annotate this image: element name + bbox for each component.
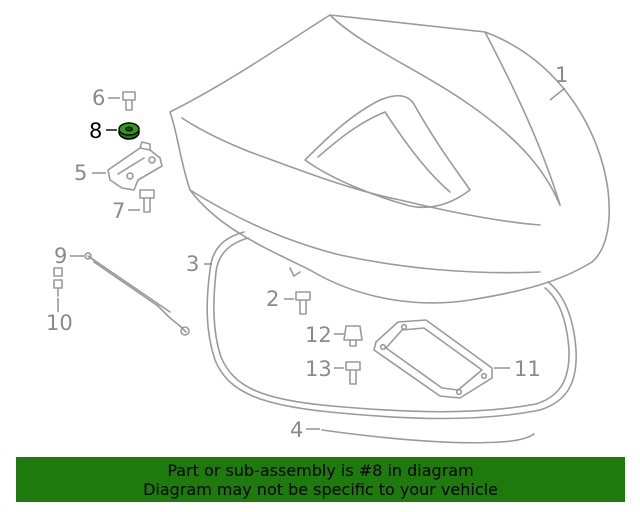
callout-11: 11 (514, 357, 541, 381)
bolt-6 (122, 91, 136, 111)
callout-9: 9 (54, 244, 67, 268)
hood-support-strut (84, 252, 190, 336)
banner-line-2: Diagram may not be specific to your vehi… (143, 480, 498, 499)
hood-panel (169, 14, 611, 304)
hood-insulator-pad (373, 319, 493, 399)
bolt-13 (345, 361, 361, 385)
callout-7: 7 (112, 199, 125, 223)
hood-seal (206, 231, 577, 420)
parts-diagram: 1 6 8 5 7 9 10 3 2 12 13 11 4 (46, 14, 611, 444)
hood-rubber-strip (321, 429, 535, 444)
banner-line-1: Part or sub-assembly is #8 in diagram (167, 461, 474, 480)
callout-3: 3 (186, 252, 199, 276)
bolt-2 (295, 291, 311, 315)
hood-hinge-bushing-8 (118, 122, 140, 140)
callout-1: 1 (555, 63, 568, 87)
info-banner: Part or sub-assembly is #8 in diagram Di… (16, 457, 625, 502)
callout-5: 5 (74, 161, 87, 185)
callout-2: 2 (266, 287, 279, 311)
hood-hinge (107, 141, 163, 191)
clip-10 (53, 267, 63, 297)
callout-4: 4 (290, 418, 303, 442)
callout-8: 8 (89, 119, 102, 143)
callout-13: 13 (305, 357, 332, 381)
bolt-7 (139, 189, 155, 213)
leader-lines (57, 87, 566, 430)
clip-12 (343, 325, 363, 347)
callout-12: 12 (305, 323, 332, 347)
callout-6: 6 (92, 86, 105, 110)
callout-10: 10 (46, 311, 73, 335)
